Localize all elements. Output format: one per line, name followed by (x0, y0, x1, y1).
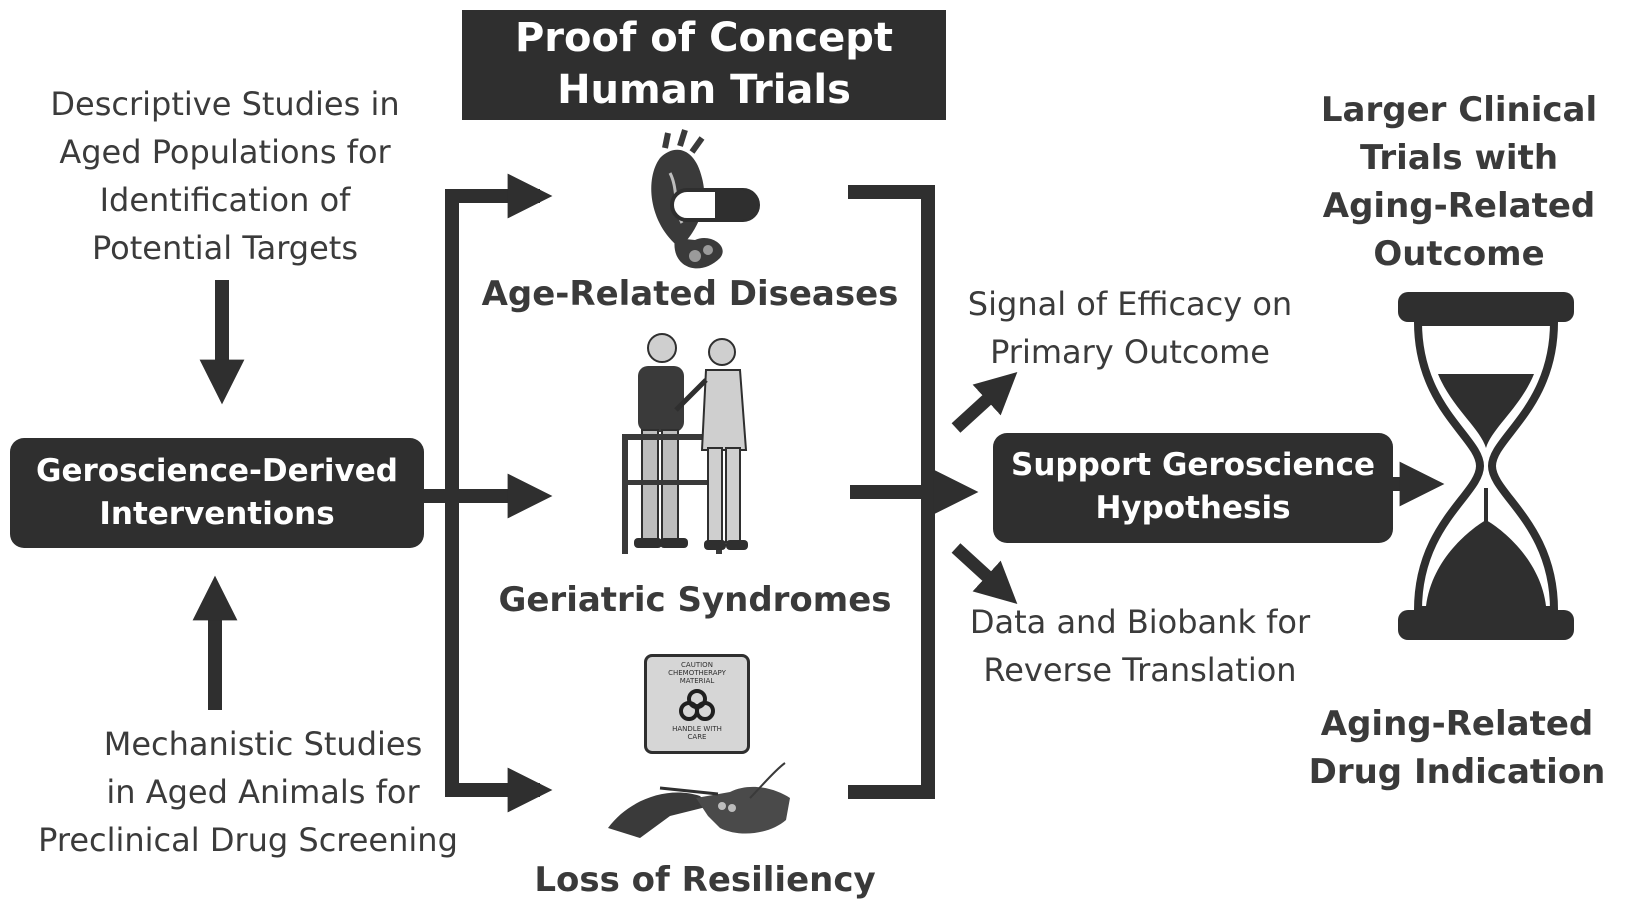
interventions-line-2: Interventions (99, 496, 335, 532)
larger-line-1: Larger Clinical (1320, 90, 1598, 130)
data-biobank-text: Data and Biobank for Reverse Translation (955, 598, 1325, 694)
mechanistic-line-1: Mechanistic Studies (103, 725, 423, 763)
descriptive-line-2: Aged Populations for (59, 133, 391, 171)
larger-line-2: Trials with (1359, 138, 1559, 178)
support-line-1: Support Geroscience (1011, 447, 1375, 483)
larger-line-3: Aging-Related (1322, 186, 1596, 226)
biohazard-box-icon: CAUTION CHEMOTHERAPY MATERIAL HANDLE WIT… (644, 654, 750, 754)
interventions-line-1: Geroscience-Derived (36, 453, 398, 489)
signal-line-2: Primary Outcome (990, 333, 1270, 371)
larger-clinical-trials-text: Larger Clinical Trials with Aging-Relate… (1296, 86, 1622, 278)
larger-line-4: Outcome (1373, 234, 1545, 274)
caution-line-2: CHEMOTHERAPY (668, 669, 726, 677)
caution-line-5: CARE (687, 733, 707, 741)
descriptive-studies-text: Descriptive Studies in Aged Populations … (10, 80, 440, 272)
caution-line-3: MATERIAL (679, 677, 715, 685)
header-box: Proof of Concept Human Trials (462, 10, 946, 120)
walker-nurse-icon (622, 333, 748, 554)
hourglass-icon (1398, 292, 1574, 640)
signal-of-efficacy-text: Signal of Efficacy on Primary Outcome (955, 280, 1305, 376)
caution-line-1: CAUTION (681, 661, 713, 669)
data-line-1: Data and Biobank for (969, 603, 1311, 641)
mechanistic-line-3: Preclinical Drug Screening (38, 821, 458, 859)
geriatric-syndromes-label: Geriatric Syndromes (498, 580, 892, 620)
support-geroscience-box: Support Geroscience Hypothesis (993, 433, 1393, 543)
biohazard-symbol-icon (679, 689, 715, 721)
descriptive-line-1: Descriptive Studies in (50, 85, 400, 123)
arrow-to-data (951, 543, 1018, 605)
drug-indication-text: Aging-Related Drug Indication (1290, 700, 1624, 796)
mechanistic-studies-text: Mechanistic Studies in Aged Animals for … (8, 720, 488, 864)
support-line-2: Hypothesis (1095, 490, 1291, 526)
header-line-2: Human Trials (557, 67, 851, 113)
arrow-to-signal (951, 371, 1018, 433)
caution-line-4: HANDLE WITH (672, 725, 722, 733)
indication-line-2: Drug Indication (1308, 752, 1606, 792)
heart-pill-icon (651, 129, 760, 269)
mechanistic-line-2: in Aged Animals for (106, 773, 420, 811)
descriptive-line-3: Identification of (99, 181, 351, 219)
indication-line-1: Aging-Related (1320, 704, 1594, 744)
descriptive-line-4: Potential Targets (91, 229, 359, 267)
data-line-2: Reverse Translation (983, 651, 1297, 689)
header-line-1: Proof of Concept (514, 15, 894, 61)
age-related-diseases-label: Age-Related Diseases (481, 274, 899, 314)
signal-line-1: Signal of Efficacy on (967, 285, 1293, 323)
hands-icon (608, 762, 790, 838)
interventions-box: Geroscience-Derived Interventions (10, 438, 424, 548)
loss-of-resiliency-label: Loss of Resiliency (534, 860, 876, 900)
